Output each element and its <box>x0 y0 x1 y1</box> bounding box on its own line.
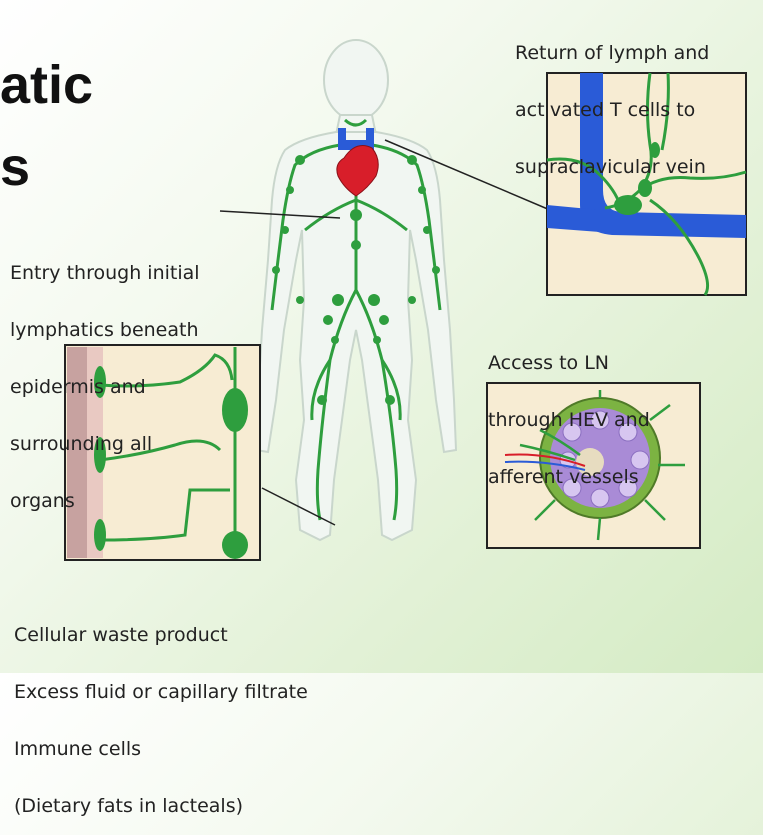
label-entry-initial-lymphatics: Entry through initial lymphatics beneath… <box>10 226 200 530</box>
label-lymph-contents: Cellular waste product Excess fluid or c… <box>14 588 308 835</box>
label-return-of-lymph: Return of lymph and activated T cells to… <box>515 6 709 196</box>
label-access-to-ln: Access to LN through HEV and afferent ve… <box>488 316 650 506</box>
